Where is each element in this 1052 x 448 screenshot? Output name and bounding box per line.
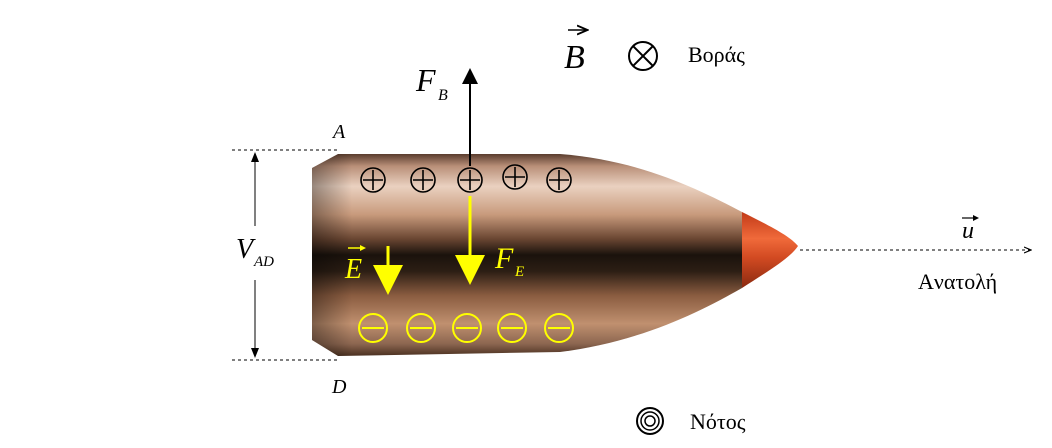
bullet-base-shade [312,154,352,356]
e-vector-label: E [344,245,366,285]
velocity-text: u [962,218,974,244]
bullet-body [312,154,742,356]
fb-subscript: B [438,87,448,104]
fe-subscript: E [514,264,524,280]
negative-charges [358,313,574,343]
velocity-label: u [962,215,979,244]
negative-charge [544,313,574,343]
negative-charge [497,313,527,343]
positive-charges [360,164,572,193]
bullet-tip [742,212,798,288]
e-vector-text: E [344,254,362,285]
into-page-icon [628,41,658,71]
b-vector-label: B [564,30,586,76]
reference-lines [232,149,1030,361]
bullet [312,154,798,356]
point-d-label: D [331,376,347,398]
voltage-dimension [251,152,259,358]
out-of-page-icon [636,407,664,435]
east-label: Aνατολή [918,269,997,294]
fe-label: F [494,242,514,275]
negative-charge [406,313,436,343]
positive-charge [410,167,436,193]
positive-charge [360,167,386,193]
positive-charge [502,164,528,190]
v-label: V [236,234,256,265]
north-label: Bοράς [688,42,745,67]
positive-charge [546,167,572,193]
negative-charge [452,313,482,343]
south-label: Νότος [690,409,746,434]
positive-charge [457,167,483,193]
fb-label: F [415,62,436,98]
b-vector-text: B [564,39,585,76]
point-a-label: A [331,121,346,143]
v-subscript: AD [253,254,274,270]
negative-charge [358,313,388,343]
